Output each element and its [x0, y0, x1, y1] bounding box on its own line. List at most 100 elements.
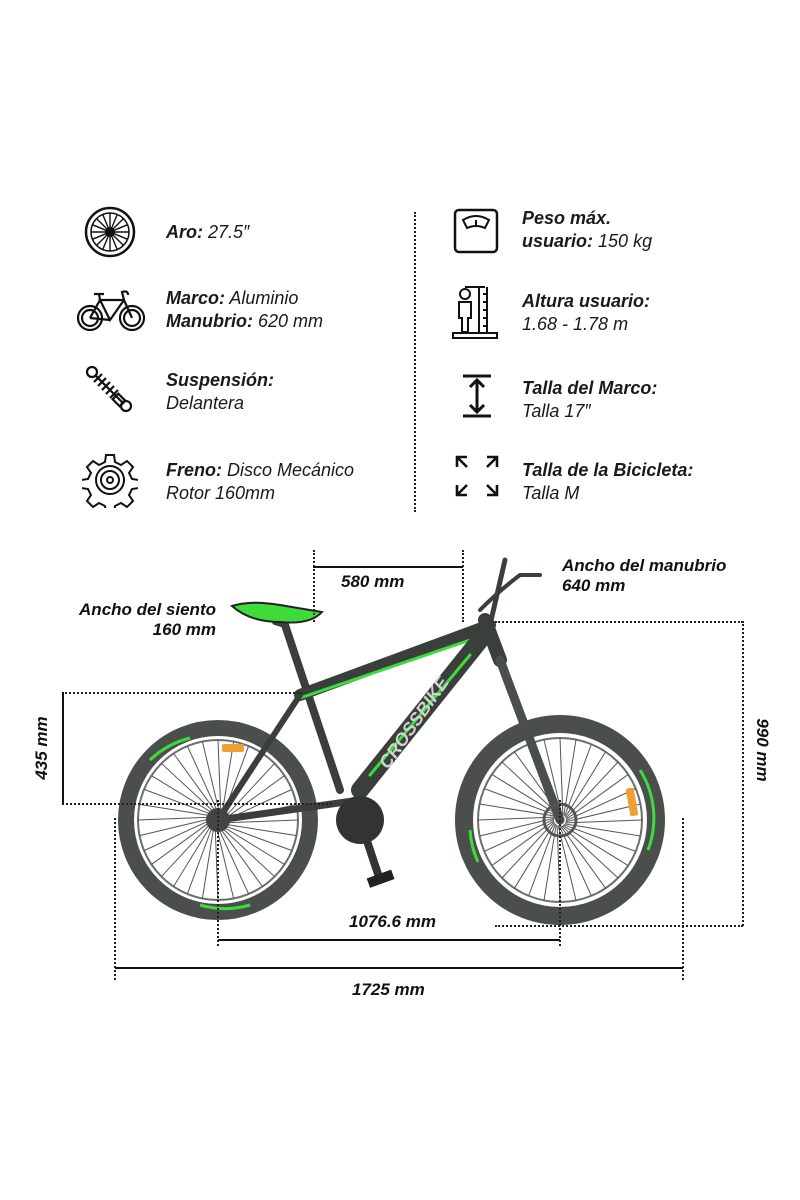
spoke — [173, 822, 214, 887]
length-line — [115, 967, 683, 969]
scale-icon — [453, 208, 499, 254]
spoke — [558, 825, 592, 896]
spec-value: 1.68 - 1.78 m — [522, 314, 629, 334]
handlebar-width-label: Ancho del manubrio 640 mm — [562, 556, 726, 596]
spoke — [501, 761, 559, 815]
standover-guide-bottom — [62, 803, 332, 805]
spec-value: 150 kg — [598, 231, 653, 251]
wheelbase-guide-right — [559, 800, 561, 946]
saddle-width-label: Ancho del siento 160 mm — [56, 600, 216, 640]
spoke — [216, 825, 250, 895]
spoke — [565, 774, 629, 820]
spoke — [528, 823, 556, 896]
spoke — [564, 744, 592, 817]
spec-label: Marco: — [166, 288, 226, 308]
spoke — [479, 817, 555, 837]
length-guide-right — [682, 818, 684, 980]
spec-value: Talla 17″ — [522, 401, 591, 421]
spoke — [565, 803, 641, 823]
spec-brake: Freno: Disco Mecánico Rotor 160mm — [166, 459, 354, 505]
suspension-spring-icon — [85, 365, 133, 413]
spoke — [215, 825, 235, 899]
frame — [206, 557, 578, 888]
spoke — [563, 739, 577, 816]
spec-label: Altura usuario: — [522, 291, 651, 311]
spec-label: Aro: — [166, 222, 203, 242]
wheelbase-line — [218, 939, 560, 941]
spoke — [477, 816, 555, 821]
spec-value: Delantera — [166, 393, 245, 413]
column-divider — [414, 212, 416, 512]
handlebar-width-value: 640 mm — [562, 576, 626, 595]
spec-label: usuario: — [522, 231, 594, 251]
spoke — [221, 824, 293, 852]
spec-value: Disco Mecánico — [227, 460, 355, 480]
reach-guide-right — [462, 550, 464, 622]
spoke — [186, 823, 214, 895]
spoke — [201, 741, 221, 815]
reach-line — [313, 566, 463, 568]
spec-value: 27.5″ — [208, 222, 250, 242]
spoke — [218, 825, 263, 887]
spoke — [565, 788, 636, 822]
standover-guide-top — [62, 692, 302, 694]
bicycle-icon — [76, 290, 146, 332]
spoke — [562, 824, 629, 866]
spec-frame-size: Talla del Marco: Talla 17″ — [522, 377, 657, 423]
spoke — [491, 820, 555, 866]
spoke — [161, 821, 213, 877]
spoke — [479, 803, 556, 817]
brake-disc-gear-icon — [82, 454, 138, 508]
spoke — [139, 803, 214, 817]
spoke — [491, 774, 558, 816]
spec-value: 620 mm — [258, 311, 324, 331]
spoke — [201, 824, 215, 899]
spec-user-height: Altura usuario: 1.68 - 1.78 m — [522, 290, 650, 336]
reach-guide-left — [313, 550, 315, 622]
standover-line — [62, 692, 64, 804]
spec-label: Talla del Marco: — [522, 378, 658, 398]
spec-value: Talla M — [522, 483, 580, 503]
spoke — [139, 817, 213, 837]
spoke — [151, 820, 213, 865]
spoke — [563, 824, 636, 852]
spoke — [151, 775, 216, 816]
spec-label: Freno: — [166, 460, 222, 480]
height-guide-bottom — [495, 925, 743, 927]
spoke — [186, 745, 220, 815]
spec-frame-handlebar: Marco: Aluminio Manubrio: 620 mm — [166, 287, 323, 333]
saddle-width-title: Ancho del siento — [79, 600, 216, 619]
spoke — [484, 818, 555, 852]
spec-label: Peso máx. — [522, 208, 612, 228]
spoke — [143, 788, 215, 816]
spoke — [223, 763, 275, 819]
saddle-width-value: 160 mm — [152, 620, 216, 639]
spoke — [565, 819, 643, 824]
spec-suspension: Suspensión: Delantera — [166, 369, 274, 415]
spoke — [557, 825, 577, 901]
spoke — [565, 761, 619, 819]
handlebar-width-title: Ancho del manubrio — [562, 556, 727, 575]
spoke — [223, 775, 285, 820]
height-measure-icon — [452, 286, 498, 339]
spec-rim: Aro: 27.5″ — [166, 221, 249, 244]
spoke — [137, 816, 213, 821]
wheelbase-guide-left — [217, 800, 219, 946]
bike-brand-logo: CROSSBIKE — [375, 672, 453, 772]
spoke — [484, 788, 557, 816]
spoke — [220, 824, 285, 865]
spoke — [161, 763, 217, 815]
length-label: 1725 mm — [352, 980, 425, 999]
spoke — [543, 824, 557, 901]
standover-label: 435 mm — [32, 716, 51, 780]
spoke — [564, 751, 606, 818]
height-guide-top — [495, 621, 743, 623]
height-guide — [742, 621, 744, 926]
spec-value: Rotor 160mm — [166, 483, 276, 503]
spoke — [559, 737, 564, 815]
spoke — [501, 821, 555, 879]
length-guide-left — [114, 818, 116, 980]
spoke — [564, 823, 641, 837]
spoke — [514, 822, 556, 889]
expand-arrows-icon — [455, 455, 499, 497]
